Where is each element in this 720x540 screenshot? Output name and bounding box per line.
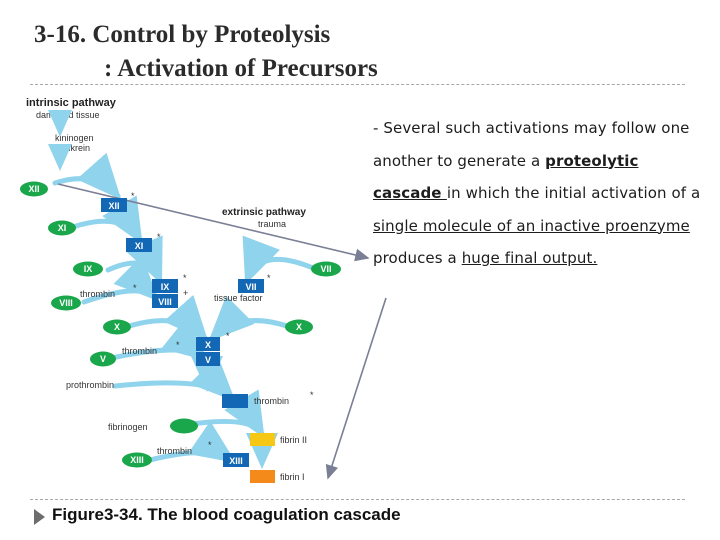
thrombin-label-2: thrombin	[122, 346, 157, 356]
arrow-x-left	[123, 294, 209, 342]
figure-caption: Figure3-34. The blood coagulation cascad…	[52, 505, 401, 524]
arrow-xii	[52, 152, 122, 200]
label-ix-inactive: IX	[84, 264, 93, 274]
title-line-2: : Activation of Precursors	[104, 55, 378, 82]
bullet-arrow-icon	[34, 509, 45, 525]
factor-x-inactive-left	[103, 319, 131, 335]
arrow-vii	[242, 235, 316, 285]
label-x-active: X	[205, 340, 211, 350]
label-x-inactive-left: X	[114, 322, 120, 332]
star-ix: *	[183, 273, 187, 283]
star-thrombin-1: *	[133, 283, 137, 293]
tissue-factor-label: tissue factor	[214, 293, 263, 303]
thrombin-box	[222, 394, 248, 408]
factor-xii-active	[101, 198, 127, 212]
term-huge-final: huge final output.	[461, 249, 598, 267]
factor-v-inactive	[90, 351, 116, 367]
title-line-1: 3-16. Control by Proteolysis	[34, 21, 331, 48]
term-inactive-proenzyme: single molecule of an inactive proenzyme	[373, 216, 690, 235]
pointer-line-output	[325, 297, 387, 480]
caption-divider	[30, 499, 685, 500]
trauma-label: trauma	[258, 219, 286, 229]
damaged-tissue-label: damaged tissue	[36, 110, 100, 120]
thrombin-label-4: thrombin	[157, 446, 192, 456]
factor-v-active	[196, 352, 220, 366]
kininogen-label: kininogen	[55, 133, 94, 143]
fibrin-ii-box	[250, 433, 275, 446]
fibrinogen-oval	[170, 418, 198, 434]
fibrin-ii-label: fibrin II	[280, 435, 307, 445]
fibrin-i-label: fibrin I	[280, 472, 305, 482]
label-xiii-active: XIII	[229, 456, 243, 466]
label-xii-inactive: XII	[28, 184, 39, 194]
factor-viii-inactive	[51, 295, 81, 311]
factor-vii-inactive	[311, 261, 341, 277]
factor-xi-active	[126, 238, 152, 252]
body-text-produces: produces a	[373, 249, 462, 267]
star-xii: *	[131, 191, 135, 201]
body-text-mid: in which the initial activation of a	[446, 184, 701, 202]
factor-x-inactive-right	[285, 319, 313, 335]
extrinsic-pathway-label: extrinsic pathway	[222, 207, 306, 218]
label-xi-inactive: XI	[58, 223, 67, 233]
arrow-xi	[67, 195, 143, 245]
label-viii-inactive: VIII	[59, 298, 73, 308]
star-xi: *	[157, 232, 161, 242]
factor-ix-active	[152, 279, 178, 293]
arrow-prothrombin	[112, 355, 236, 402]
label-xiii-inactive: XIII	[130, 455, 144, 465]
star-thrombin-4: *	[208, 440, 212, 450]
factor-vii-active	[238, 279, 264, 293]
arrow-x-right	[208, 295, 293, 342]
factor-xii-inactive	[20, 181, 48, 197]
prothrombin-label: prothrombin	[66, 380, 114, 390]
fibrinogen-label: fibrinogen	[108, 422, 148, 432]
label-x-inactive-right: X	[296, 322, 302, 332]
label-vii-active: VII	[245, 282, 256, 292]
intrinsic-pathway-label: intrinsic pathway	[26, 97, 117, 109]
fibrin-i-box	[250, 470, 275, 483]
factor-xiii-inactive	[122, 452, 152, 468]
thrombin-label-1: thrombin	[80, 289, 115, 299]
star-vii: *	[267, 273, 271, 283]
factor-x-active	[196, 337, 220, 351]
label-ix-active: IX	[161, 282, 170, 292]
body-paragraph: - Several such activations may follow on…	[373, 112, 703, 275]
label-vii-inactive: VII	[320, 264, 331, 274]
star-thrombin: *	[310, 390, 314, 400]
kallikrein-label: kallikrein	[55, 143, 90, 153]
plus-viii: +	[183, 288, 188, 298]
label-xii-active: XII	[108, 201, 119, 211]
factor-xi-inactive	[48, 220, 76, 236]
label-viii-active: VIII	[158, 297, 172, 307]
label-v-inactive: V	[100, 354, 106, 364]
slide-title: 3-16. Control by Proteolysis : Activatio…	[34, 18, 378, 86]
title-divider	[30, 84, 685, 85]
body-text-intro: - Several such activations may follow on…	[373, 119, 690, 170]
star-x: *	[226, 331, 230, 341]
arrow-ix	[105, 235, 163, 285]
factor-ix-inactive	[73, 261, 103, 277]
star-thrombin-2: *	[176, 340, 180, 350]
label-v-active: V	[205, 355, 211, 365]
factor-viii-active	[152, 294, 178, 308]
factor-xiii-active	[223, 453, 249, 467]
term-proteolytic-cascade: proteolytic cascade	[373, 151, 639, 203]
label-xi-active: XI	[135, 241, 144, 251]
thrombin-label-3: thrombin	[254, 396, 289, 406]
pointer-line-initial	[57, 183, 370, 262]
